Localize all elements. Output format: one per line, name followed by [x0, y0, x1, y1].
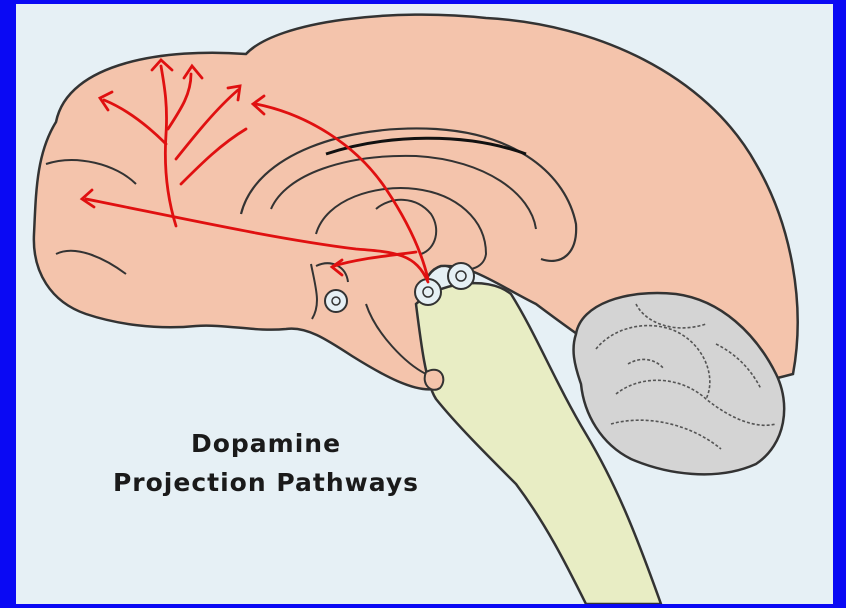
substantia-nigra-icon: [448, 263, 474, 289]
caption-title: Dopamine: [76, 429, 456, 458]
caption-subtitle: Projection Pathways: [76, 468, 456, 497]
brain-diagram: [16, 4, 833, 604]
nucleus-left-icon: [325, 290, 347, 312]
pituitary-shape: [425, 370, 444, 390]
diagram-canvas: Dopamine Projection Pathways: [16, 4, 833, 604]
